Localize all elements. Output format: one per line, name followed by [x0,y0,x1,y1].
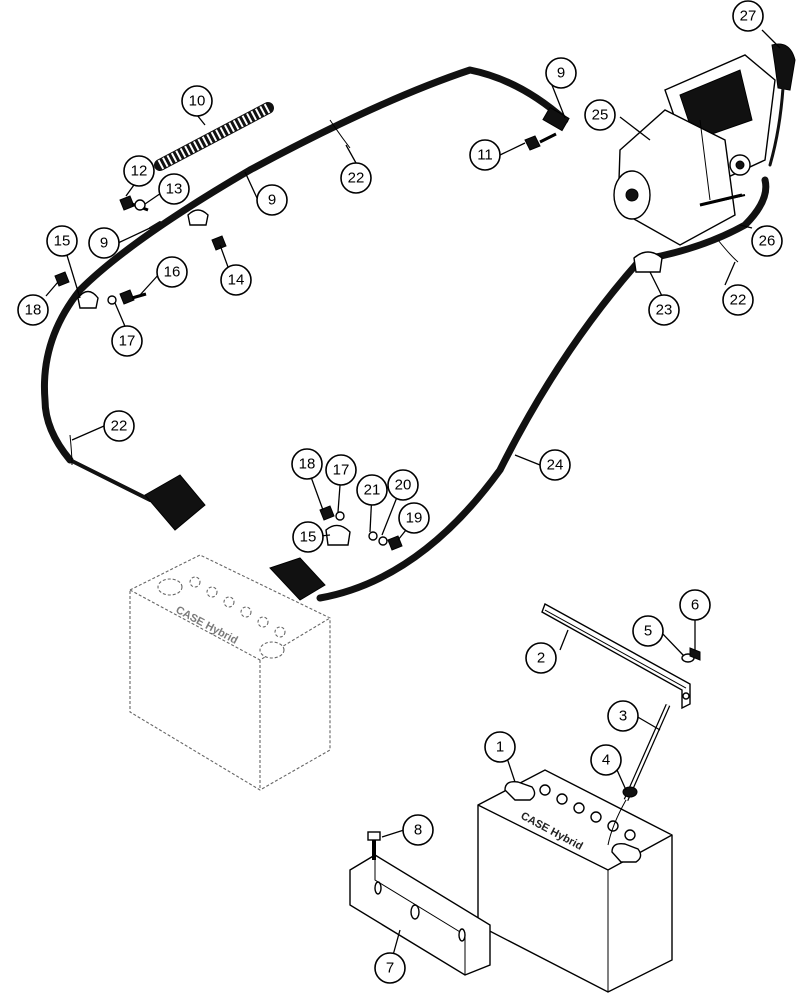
cable-connector-left [68,458,206,531]
callout-22-top-label: 22 [348,170,365,187]
callout-16-label: 16 [164,264,181,281]
callout-17-lower-label: 17 [333,462,350,479]
battery-cable-upper [40,66,570,464]
callout-2-label: 2 [537,650,545,667]
callout-22-right: 22 [722,284,754,316]
ghost-battery: CASE Hybrid [129,554,331,791]
callout-13: 13 [158,173,190,205]
washer-and-nut [622,647,701,798]
callout-7-label: 7 [386,960,394,977]
callout-1-label: 1 [496,739,504,756]
callout-8: 8 [402,814,434,846]
callout-24: 24 [539,449,571,481]
callout-18-lower: 18 [291,448,323,480]
callout-15-lower: 15 [292,521,324,553]
callout-20: 20 [387,469,419,501]
callout-17-left-label: 17 [119,333,136,350]
callout-18-left: 18 [17,294,49,326]
callout-17-left: 17 [111,325,143,357]
callout-6: 6 [679,589,711,621]
battery-bracket [349,831,491,976]
callout-27: 27 [732,0,764,32]
cable-clamps [69,119,739,546]
callout-18-lower-label: 18 [299,456,316,473]
callout-22-top: 22 [340,162,372,194]
callout-16: 16 [156,256,188,288]
callout-11-label: 11 [477,147,493,164]
callout-2: 2 [525,642,557,674]
callout-23: 23 [648,294,680,326]
callout-22-right-label: 22 [730,292,747,309]
callout-18-left-label: 18 [25,302,42,319]
callout-12-label: 12 [131,163,148,180]
callout-15-left-label: 15 [54,233,71,250]
callout-4-label: 4 [602,752,610,769]
callout-19: 19 [398,502,430,534]
callout-6-label: 6 [691,597,699,614]
callout-10: 10 [181,85,213,117]
battery: CASE Hybrid [477,769,673,993]
callout-26: 26 [751,225,783,257]
callout-9-top: 9 [545,57,577,89]
callout-5-label: 5 [644,623,652,640]
battery-cable-lower [269,176,770,602]
callout-9-left-label: 9 [100,235,108,252]
callout-25-label: 25 [592,107,609,124]
terminal-boot [768,43,796,167]
hold-down-rod [607,703,671,846]
callout-22-lower-left-label: 22 [111,418,128,435]
callout-19-label: 19 [406,510,423,527]
callout-21-label: 21 [364,482,381,499]
hold-down-bar [541,602,691,710]
callout-14-label: 14 [228,272,245,289]
hardware [54,132,746,551]
callout-12: 12 [123,155,155,187]
callout-23-label: 23 [656,302,673,319]
callout-22-lower-left: 22 [103,410,135,442]
callout-24-label: 24 [547,457,564,474]
callout-25: 25 [584,99,616,131]
callout-9-top-label: 9 [557,65,565,82]
callout-26-label: 26 [759,233,776,250]
callout-9-mid: 9 [256,184,288,216]
starter-motor [613,54,776,246]
callout-14: 14 [220,264,252,296]
callout-15-lower-label: 15 [300,529,317,546]
callout-20-label: 20 [395,477,412,494]
callout-21: 21 [356,474,388,506]
callout-27-label: 27 [740,8,757,25]
callout-5: 5 [632,615,664,647]
callout-3-label: 3 [619,708,627,725]
callout-9-left: 9 [88,227,120,259]
callout-17-lower: 17 [325,454,357,486]
callout-9-mid-label: 9 [268,192,276,209]
callout-7: 7 [374,952,406,984]
callout-8-label: 8 [414,822,422,839]
callout-11: 11 [469,139,501,171]
callout-4: 4 [590,744,622,776]
callout-13-label: 13 [166,181,183,198]
callout-1: 1 [484,731,516,763]
callout-15-left: 15 [46,225,78,257]
convoluted-conduit [154,102,274,171]
callout-3: 3 [607,700,639,732]
callout-10-label: 10 [189,93,206,110]
